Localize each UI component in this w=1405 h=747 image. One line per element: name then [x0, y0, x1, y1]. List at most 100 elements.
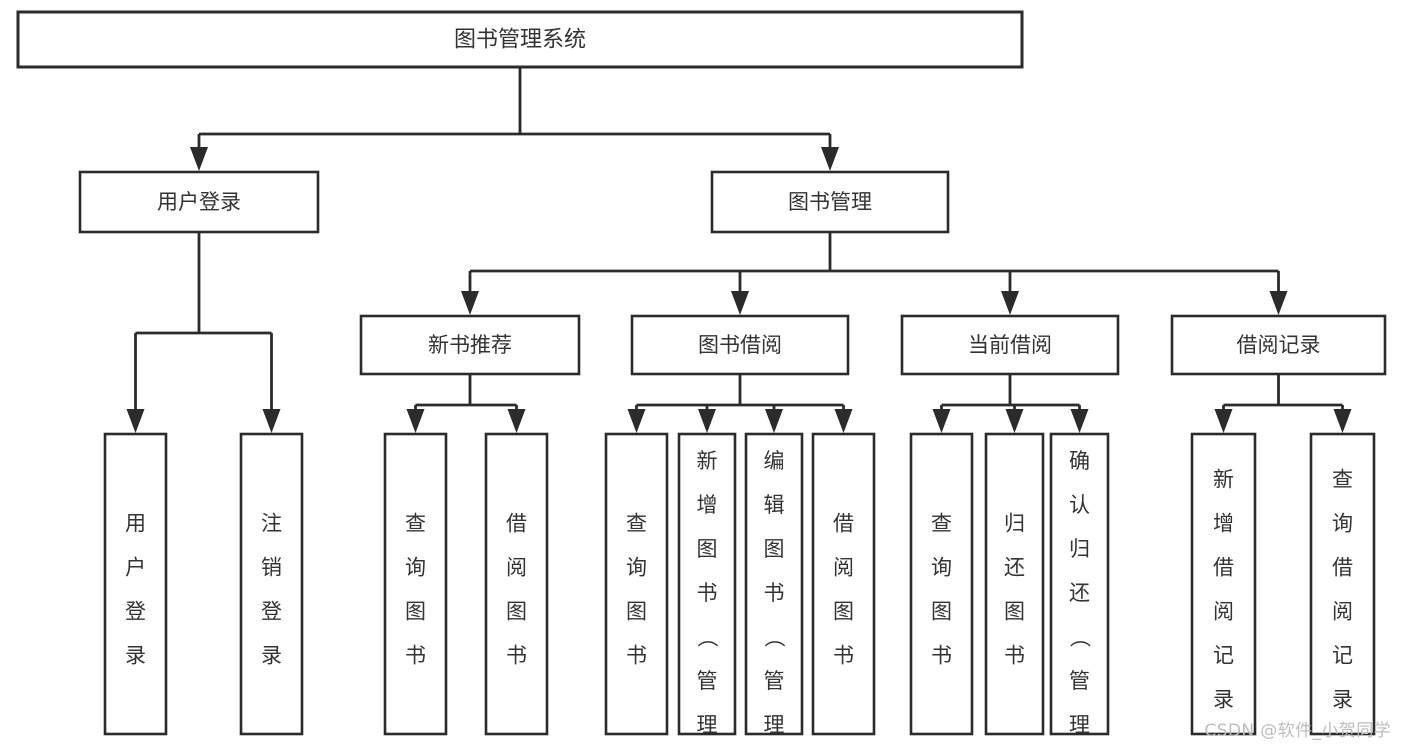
node-leaf-user-login[interactable]: 用户登录: [103, 432, 168, 736]
node-leaf-query-book-2-rect: [604, 432, 669, 736]
node-leaf-query-book-3-rect: [909, 432, 974, 736]
node-leaf-return-book-char: 图: [1004, 599, 1025, 623]
node-leaf-add-book-rect: [677, 432, 737, 736]
arrow-down-icon: [1070, 409, 1089, 433]
node-root-system-rect: [16, 10, 1024, 69]
node-user-login[interactable]: 用户登录: [78, 170, 320, 234]
node-leaf-confirm-return-char: 确: [1069, 449, 1090, 473]
node-leaf-confirm-return-rect: [1049, 432, 1110, 736]
node-new-book-recommend-rect: [359, 314, 581, 376]
arrow-down-icon: [1001, 291, 1019, 315]
node-leaf-query-book-1-char: 图: [405, 599, 426, 623]
node-borrow-record[interactable]: 借阅记录: [1170, 314, 1387, 376]
node-current-borrow-rect: [900, 314, 1120, 376]
node-leaf-query-book-1-char: 查: [405, 511, 426, 535]
arrow-down-icon: [834, 409, 853, 433]
node-leaf-borrow-book-2-char: 阅: [833, 555, 854, 579]
node-book-borrow[interactable]: 图书借阅: [630, 314, 850, 376]
node-leaf-query-record-char: 阅: [1332, 599, 1353, 623]
arrow-down-icon: [406, 409, 425, 433]
node-leaf-confirm-return-char: 管: [1069, 669, 1090, 693]
node-layer: 图书管理系统用户登录图书管理新书推荐图书借阅当前借阅借阅记录用户登录注销登录查询…: [16, 10, 1387, 747]
node-leaf-logout-char: 录: [261, 643, 282, 667]
node-book-borrow-label: 图书借阅: [698, 333, 782, 357]
node-leaf-query-book-3-char: 图: [931, 599, 952, 623]
node-leaf-edit-book-char: （: [762, 627, 786, 648]
connector-layer: [126, 67, 1352, 433]
node-leaf-add-book-char: 管: [697, 669, 718, 693]
node-user-login-label: 用户登录: [157, 190, 241, 214]
arrow-down-icon: [507, 409, 526, 433]
node-leaf-add-record-char: 录: [1213, 687, 1234, 711]
node-leaf-return-book-char: 归: [1004, 511, 1025, 535]
node-leaf-add-record-rect: [1190, 432, 1257, 736]
node-new-book-recommend-label: 新书推荐: [428, 333, 512, 357]
node-borrow-record-rect: [1170, 314, 1387, 376]
node-leaf-logout-char: 注: [261, 511, 282, 535]
node-leaf-query-book-1-rect: [383, 432, 448, 736]
node-current-borrow[interactable]: 当前借阅: [900, 314, 1120, 376]
node-book-manage-label: 图书管理: [788, 190, 872, 214]
arrow-down-icon: [821, 147, 839, 171]
arrow-down-icon: [1269, 291, 1288, 315]
node-leaf-query-book-3-char: 询: [931, 555, 952, 579]
node-leaf-confirm-return-char: 还: [1069, 581, 1090, 605]
arrow-down-icon: [1333, 409, 1352, 433]
node-leaf-confirm-return-char: 理: [1069, 713, 1090, 737]
node-leaf-edit-book-char: 书: [764, 581, 785, 605]
node-leaf-borrow-book-1-char: 图: [506, 599, 527, 623]
node-leaf-borrow-book-1-char: 借: [506, 511, 527, 535]
node-user-login-rect: [78, 170, 320, 234]
node-leaf-add-record-char: 增: [1213, 511, 1234, 535]
node-book-manage[interactable]: 图书管理: [710, 170, 950, 234]
node-leaf-edit-book-rect: [744, 432, 804, 736]
node-leaf-user-login-char: 户: [125, 555, 146, 579]
node-leaf-add-book-char: 增: [697, 493, 718, 517]
node-leaf-confirm-return-char: 归: [1069, 537, 1090, 561]
arrow-down-icon: [932, 409, 951, 433]
node-leaf-query-record-char: 录: [1332, 687, 1353, 711]
node-leaf-add-book-char: 书: [697, 581, 718, 605]
arrow-down-icon: [126, 409, 145, 433]
node-leaf-add-record-char: 阅: [1213, 599, 1234, 623]
node-leaf-user-login-char: 登: [125, 599, 146, 623]
node-leaf-query-book-2-char: 书: [626, 643, 647, 667]
node-leaf-borrow-book-1-char: 阅: [506, 555, 527, 579]
node-root-system[interactable]: 图书管理系统: [16, 10, 1024, 69]
node-leaf-query-record-char: 查: [1332, 467, 1353, 491]
node-leaf-borrow-book-1-rect: [484, 432, 549, 736]
node-book-manage-rect: [710, 170, 950, 234]
node-leaf-query-book-2-char: 询: [626, 555, 647, 579]
node-leaf-return-book-char: 还: [1004, 555, 1025, 579]
node-leaf-confirm-return-char: （: [1068, 627, 1092, 648]
node-leaf-edit-book-char: 辑: [764, 493, 785, 517]
node-leaf-query-book-2-char: 查: [626, 511, 647, 535]
node-leaf-return-book-rect: [984, 432, 1045, 736]
arrow-down-icon: [698, 409, 716, 433]
node-leaf-user-login-char: 用: [125, 511, 146, 535]
node-new-book-recommend[interactable]: 新书推荐: [359, 314, 581, 376]
arrow-down-icon: [461, 291, 479, 315]
node-leaf-add-book-char: 理: [697, 713, 718, 737]
node-leaf-edit-book-char: 管: [764, 669, 785, 693]
node-leaf-borrow-book-2-char: 图: [833, 599, 854, 623]
node-leaf-borrow-book-2-rect: [811, 432, 876, 736]
node-leaf-query-book-1-char: 询: [405, 555, 426, 579]
node-leaf-add-record-char: 记: [1213, 643, 1234, 667]
node-leaf-add-record-char: 借: [1213, 555, 1234, 579]
arrow-down-icon: [262, 409, 281, 433]
node-leaf-borrow-book-1-char: 书: [506, 643, 527, 667]
